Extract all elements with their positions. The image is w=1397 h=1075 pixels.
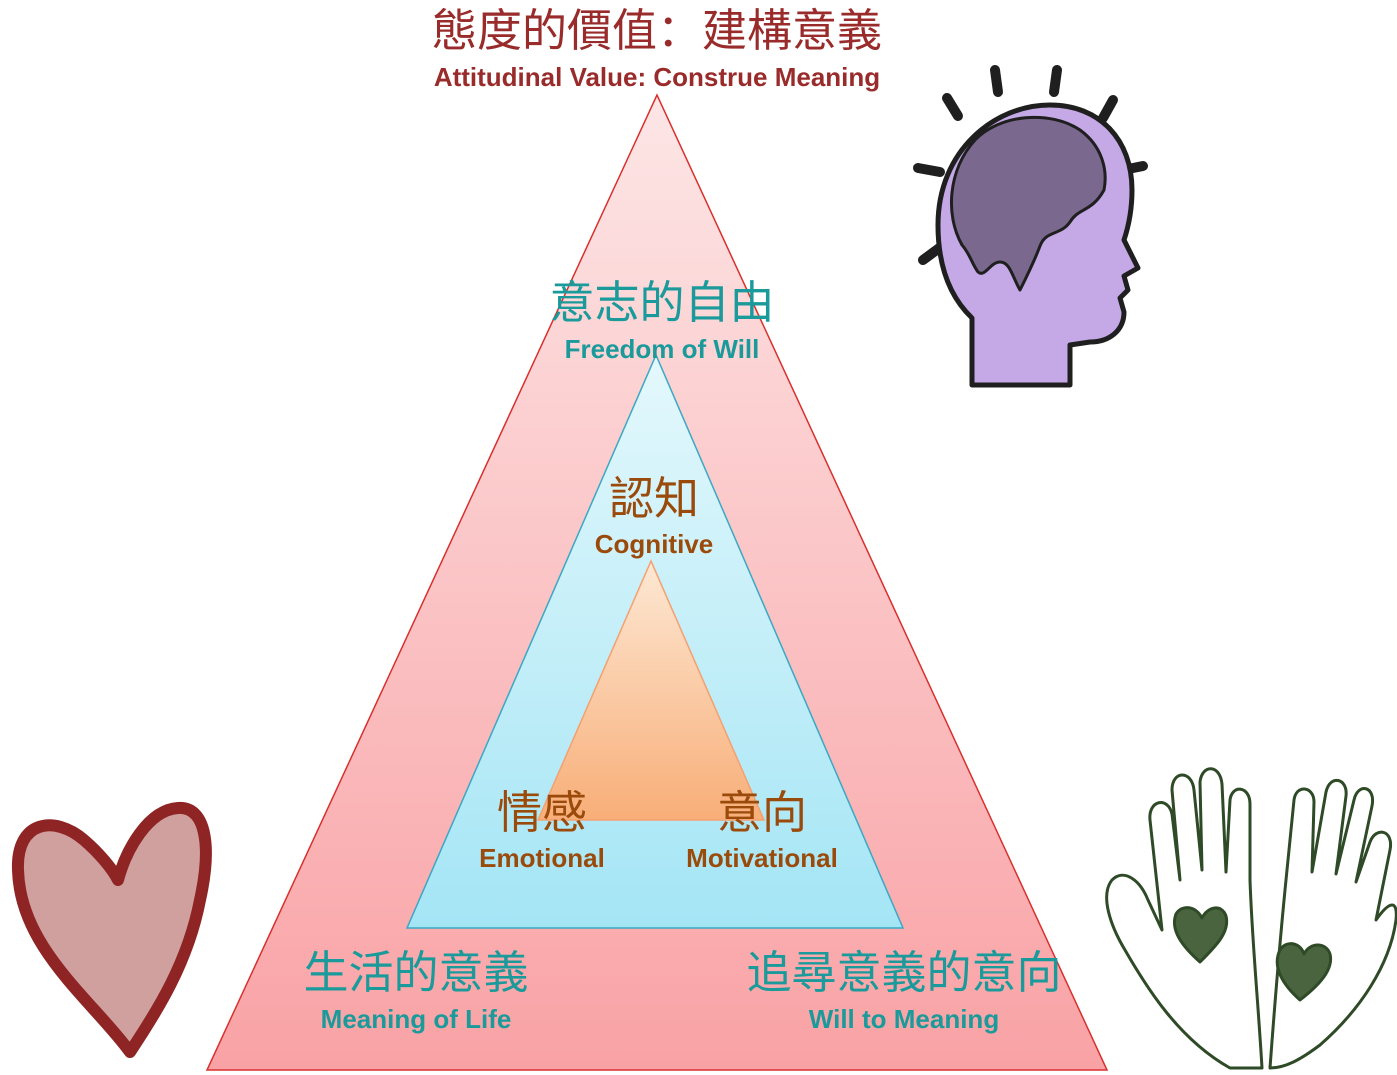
core-triangle	[536, 559, 766, 821]
meaning-of-life-en: Meaning of Life	[320, 1004, 512, 1034]
will-to-meaning-en: Will to Meaning	[808, 1004, 1000, 1034]
attitudinal-value-title-zh: 態度的價值：建構意義	[431, 4, 882, 57]
cognitive-zh: 認知	[608, 472, 699, 525]
cognitive-en: Cognitive	[594, 529, 714, 559]
will-to-meaning-zh: 追尋意義的意向	[746, 946, 1062, 999]
meaning-of-life-zh: 生活的意義	[303, 946, 529, 999]
attitudinal-value-title-en: Attitudinal Value: Construe Meaning	[433, 62, 881, 92]
open-hands-heart-icon	[1105, 767, 1397, 1070]
freedom-of-will-en: Freedom of Will	[564, 334, 760, 364]
thinking-head-icon	[913, 65, 1148, 388]
emotional-zh: 情感	[496, 786, 587, 839]
freedom-of-will-zh: 意志的自由	[549, 276, 775, 329]
emotional-en: Emotional	[479, 843, 605, 873]
motivational-en: Motivational	[686, 843, 838, 873]
motivational-zh: 意向	[716, 786, 807, 839]
heart-icon	[11, 802, 212, 1058]
